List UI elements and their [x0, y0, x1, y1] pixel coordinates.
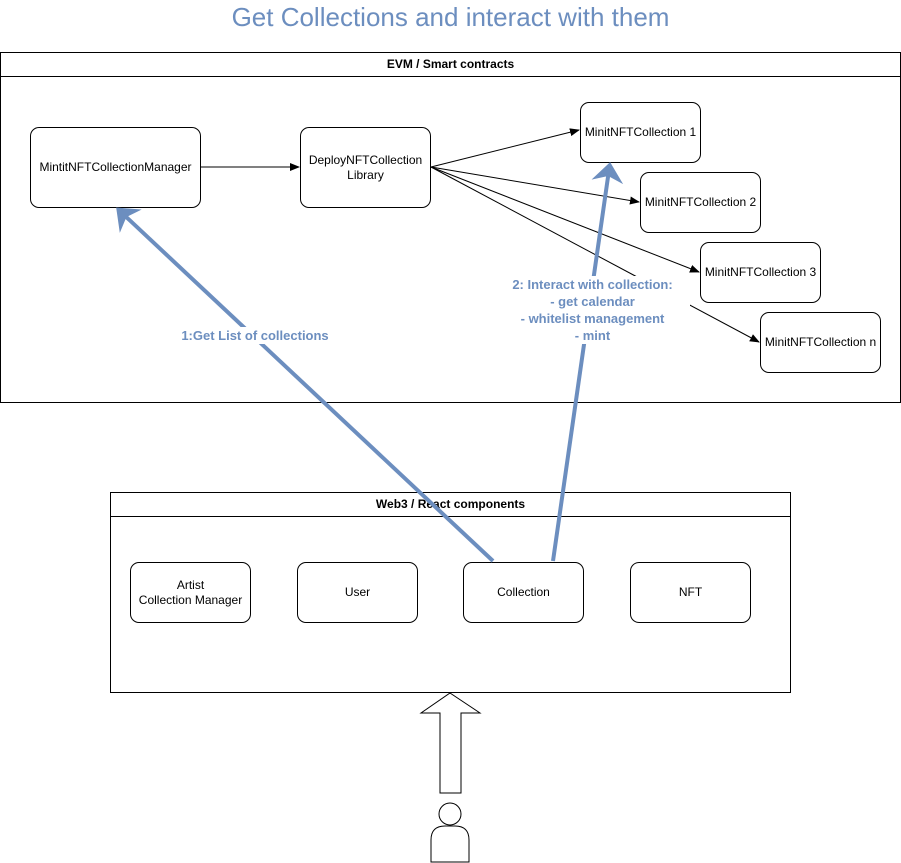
diagram-title: Get Collections and interact with them [231, 2, 670, 32]
artist-node[interactable]: Artist Collection Manager [130, 562, 251, 623]
library-node[interactable]: DeployNFTCollection Library [300, 127, 431, 208]
evm-container-header: EVM / Smart contracts [1, 53, 900, 77]
edge-library-collection-3 [430, 166, 700, 273]
edge-collection-to-collection-1 [551, 162, 624, 562]
collection-n-node[interactable]: MinitNFTCollection n [760, 312, 881, 373]
up-arrow-shape [419, 692, 482, 794]
collection-node[interactable]: Collection [463, 562, 584, 623]
edge-library-collection-1 [430, 128, 580, 168]
edge-collection-to-manager [116, 207, 495, 563]
web3-container-header: Web3 / React components [111, 493, 790, 517]
nft-node[interactable]: NFT [630, 562, 751, 623]
manager-node[interactable]: MintitNFTCollectionManager [30, 127, 201, 208]
actor-icon [430, 802, 470, 863]
edge-label-get-list: 1:Get List of collections [170, 327, 340, 344]
edge-label-interact: 2: Interact with collection: - get calen… [495, 276, 690, 344]
collection-2-node[interactable]: MinitNFTCollection 2 [640, 172, 761, 233]
collection-3-node[interactable]: MinitNFTCollection 3 [700, 242, 821, 303]
user-node[interactable]: User [297, 562, 418, 623]
collection-1-node[interactable]: MinitNFTCollection 1 [580, 102, 701, 163]
